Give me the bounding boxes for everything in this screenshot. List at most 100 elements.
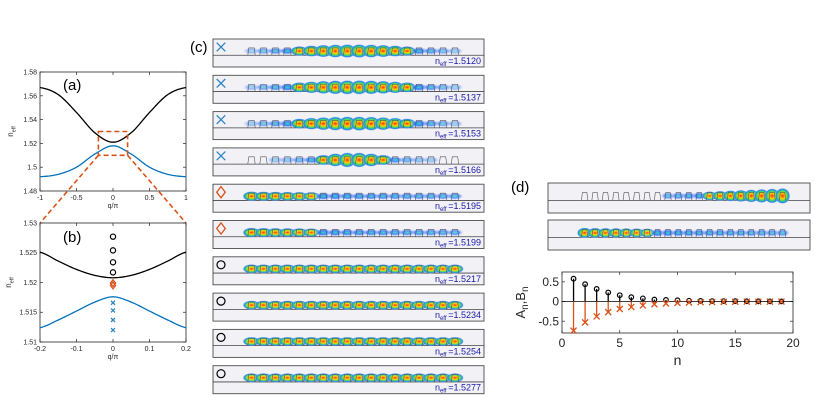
- ridge: [778, 192, 787, 201]
- stem-marker: [755, 298, 762, 305]
- ridge: [612, 192, 620, 201]
- neff-label: neff =1.5234: [435, 310, 481, 322]
- stem-marker: [639, 301, 647, 309]
- stem-marker: [604, 308, 612, 316]
- ridge: [247, 156, 256, 165]
- stem-marker: [709, 298, 716, 305]
- stem-marker: [639, 295, 646, 302]
- stem-marker: [662, 300, 670, 307]
- ridge: [581, 192, 589, 201]
- y-tick-label: 1.56: [23, 93, 37, 100]
- data-marker: [109, 281, 117, 290]
- ridge: [450, 338, 459, 346]
- neff-label: neff =1.5254: [435, 346, 481, 358]
- neff-label: neff =1.5120: [435, 56, 481, 68]
- field-spot: [446, 300, 464, 310]
- neff-label: neff =1.5137: [435, 92, 481, 104]
- data-marker: [110, 300, 116, 306]
- data-marker: [110, 308, 116, 313]
- stem-marker: [720, 298, 727, 305]
- field-spot: [374, 80, 393, 95]
- zoom-box: [97, 130, 129, 157]
- stem-marker: [767, 298, 773, 305]
- stem-marker: [616, 292, 623, 299]
- y-tick-label: -0.5: [538, 314, 559, 328]
- neff-label: neff =1.5153: [435, 129, 481, 141]
- field-spot: [422, 156, 441, 164]
- series-line: [39, 296, 187, 329]
- mode-symbol: [215, 221, 227, 236]
- x-tick-label: 10: [671, 336, 685, 350]
- data-marker: [110, 327, 116, 333]
- stem-marker: [627, 303, 635, 311]
- y-tick-label: 1.52: [23, 141, 37, 148]
- field-spot: [374, 44, 393, 58]
- data-marker: [109, 278, 117, 288]
- x-tick-label: 0: [111, 346, 115, 353]
- ridge: [450, 83, 459, 92]
- stem-marker: [605, 289, 612, 296]
- x-tick-label: -0.5: [70, 195, 82, 202]
- panel-letter-b: (b): [63, 229, 81, 246]
- data-marker: [109, 269, 117, 276]
- x-tick-label: 0.2: [181, 346, 191, 353]
- neff-label: neff =1.5166: [435, 165, 481, 177]
- field-spot: [446, 119, 464, 128]
- y-tick-label: 1.52: [23, 280, 37, 287]
- y-tick-label: 1.515: [19, 310, 37, 317]
- ridge: [450, 120, 459, 128]
- ridge: [450, 265, 459, 274]
- field-spot: [386, 117, 405, 130]
- panel-letter-d: (d): [511, 179, 529, 196]
- ridge: [450, 229, 459, 237]
- x-axis-label: q/π: [108, 203, 119, 210]
- y-axis-label: neff: [4, 277, 15, 288]
- stem-marker: [743, 298, 750, 305]
- x-tick-label: 0.5: [145, 195, 155, 202]
- stem-marker: [616, 305, 624, 313]
- ridge: [450, 374, 459, 382]
- field-spot: [446, 47, 464, 55]
- field-spot: [446, 192, 464, 201]
- ridge: [450, 192, 459, 201]
- stem-marker: [777, 298, 785, 306]
- y-tick-label: 1.525: [19, 250, 37, 257]
- ridge: [450, 301, 459, 310]
- x-tick-label: 0.1: [145, 346, 155, 353]
- y-axis-label: neff: [6, 126, 17, 137]
- ridge: [591, 192, 599, 201]
- y-tick-label: 1.53: [23, 220, 37, 227]
- stem-marker: [731, 298, 739, 306]
- stem-marker: [697, 298, 704, 304]
- y-tick-label: 0: [552, 295, 559, 309]
- ridge: [643, 192, 651, 201]
- field-spot: [774, 187, 791, 205]
- mode-symbol: [216, 42, 226, 52]
- panel-letter-a: (a): [63, 77, 81, 94]
- stem-marker: [628, 294, 635, 301]
- field-spot: [386, 45, 405, 57]
- field-spot: [398, 118, 417, 129]
- stem-marker: [732, 298, 739, 305]
- neff-label: neff =1.5217: [435, 274, 481, 286]
- stem-marker: [697, 298, 705, 306]
- zoom-connector-left: [39, 154, 100, 224]
- mode-panel: neff =1.5166: [212, 147, 485, 177]
- x-tick-label: -1: [37, 195, 43, 202]
- stem-marker: [743, 298, 751, 306]
- stem-marker: [708, 298, 716, 306]
- field-spot: [374, 154, 393, 166]
- stem-marker: [766, 298, 774, 306]
- x-tick-label: 0: [111, 195, 115, 202]
- stem-marker: [674, 299, 681, 307]
- zoom-connector-right: [126, 154, 187, 224]
- data-marker: [110, 317, 116, 323]
- data-marker: [109, 233, 117, 240]
- ridge: [439, 156, 448, 165]
- mode-panel: neff =1.5195: [212, 183, 485, 213]
- field-spot: [446, 228, 464, 237]
